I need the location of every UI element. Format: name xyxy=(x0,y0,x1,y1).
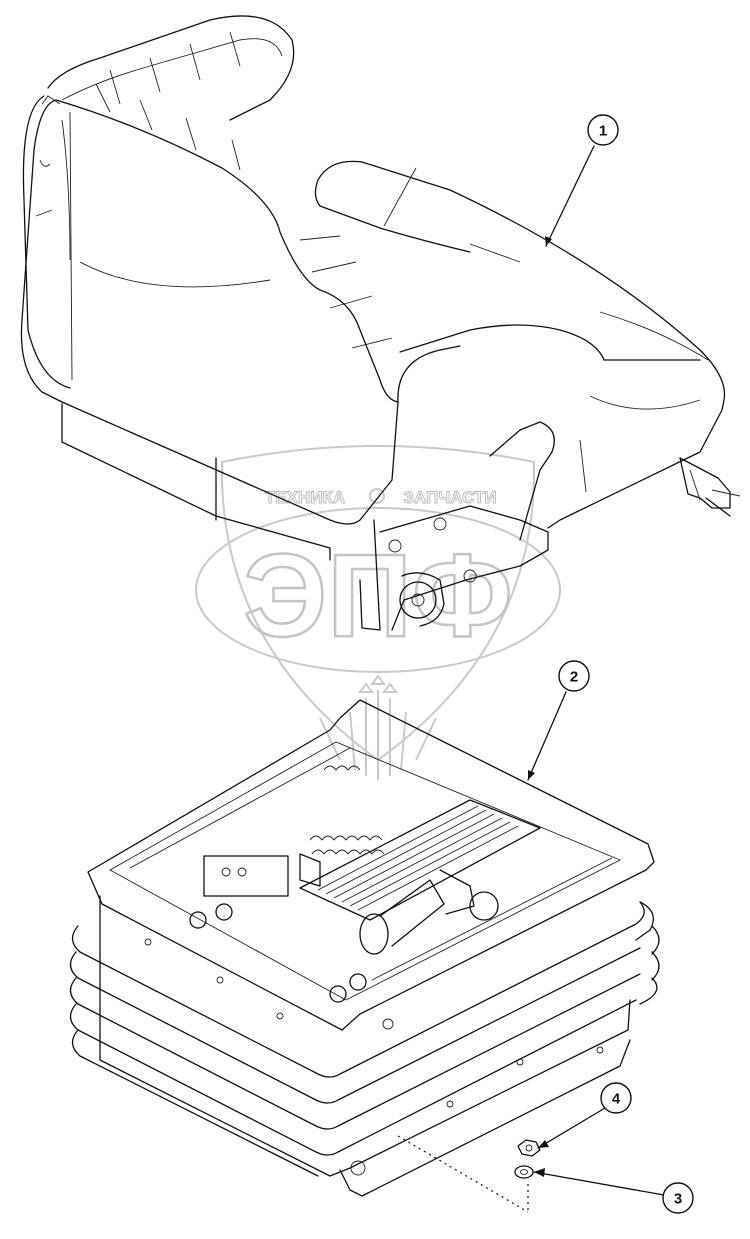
seat-adjust-knob xyxy=(399,581,437,619)
suspension-top-frame xyxy=(87,699,655,1031)
callout-2-circle xyxy=(558,660,590,692)
backrest xyxy=(20,99,461,525)
watermark-logo: ЭПФ ТЕХНИКА ЗАПЧАСТИ xyxy=(195,445,561,780)
vent-slots xyxy=(317,805,519,911)
base-plate xyxy=(339,1039,631,1197)
callout-1-label: 1 xyxy=(599,123,607,140)
wheat-icon xyxy=(319,674,437,780)
damper-block xyxy=(203,855,289,897)
washer xyxy=(514,1165,534,1179)
suspension-springs xyxy=(309,765,385,855)
callout-2-label: 2 xyxy=(570,669,578,686)
gear-icon xyxy=(369,488,385,504)
watermark-brand-right: ЗАПЧАСТИ xyxy=(403,488,496,507)
headrest xyxy=(47,15,295,121)
bellows xyxy=(69,901,660,1177)
callout-3-group: 3 xyxy=(533,1168,694,1214)
callout-2-group: 2 xyxy=(527,660,590,781)
callout-4-circle xyxy=(600,1082,632,1114)
callout-4-label: 4 xyxy=(612,1091,621,1108)
seat-cushion xyxy=(317,160,726,529)
suspension-assembly xyxy=(69,699,660,1213)
watermark-brand-left: ТЕХНИКА xyxy=(265,488,345,507)
nut xyxy=(517,1139,541,1157)
callout-1-group: 1 xyxy=(545,114,619,247)
seat-assembly xyxy=(20,15,741,631)
motor-icon xyxy=(359,913,389,955)
callout-1-circle xyxy=(587,114,619,146)
callout-4-group: 4 xyxy=(537,1082,632,1149)
callout-3-label: 3 xyxy=(674,1191,682,1208)
callout-3-circle xyxy=(662,1182,694,1214)
